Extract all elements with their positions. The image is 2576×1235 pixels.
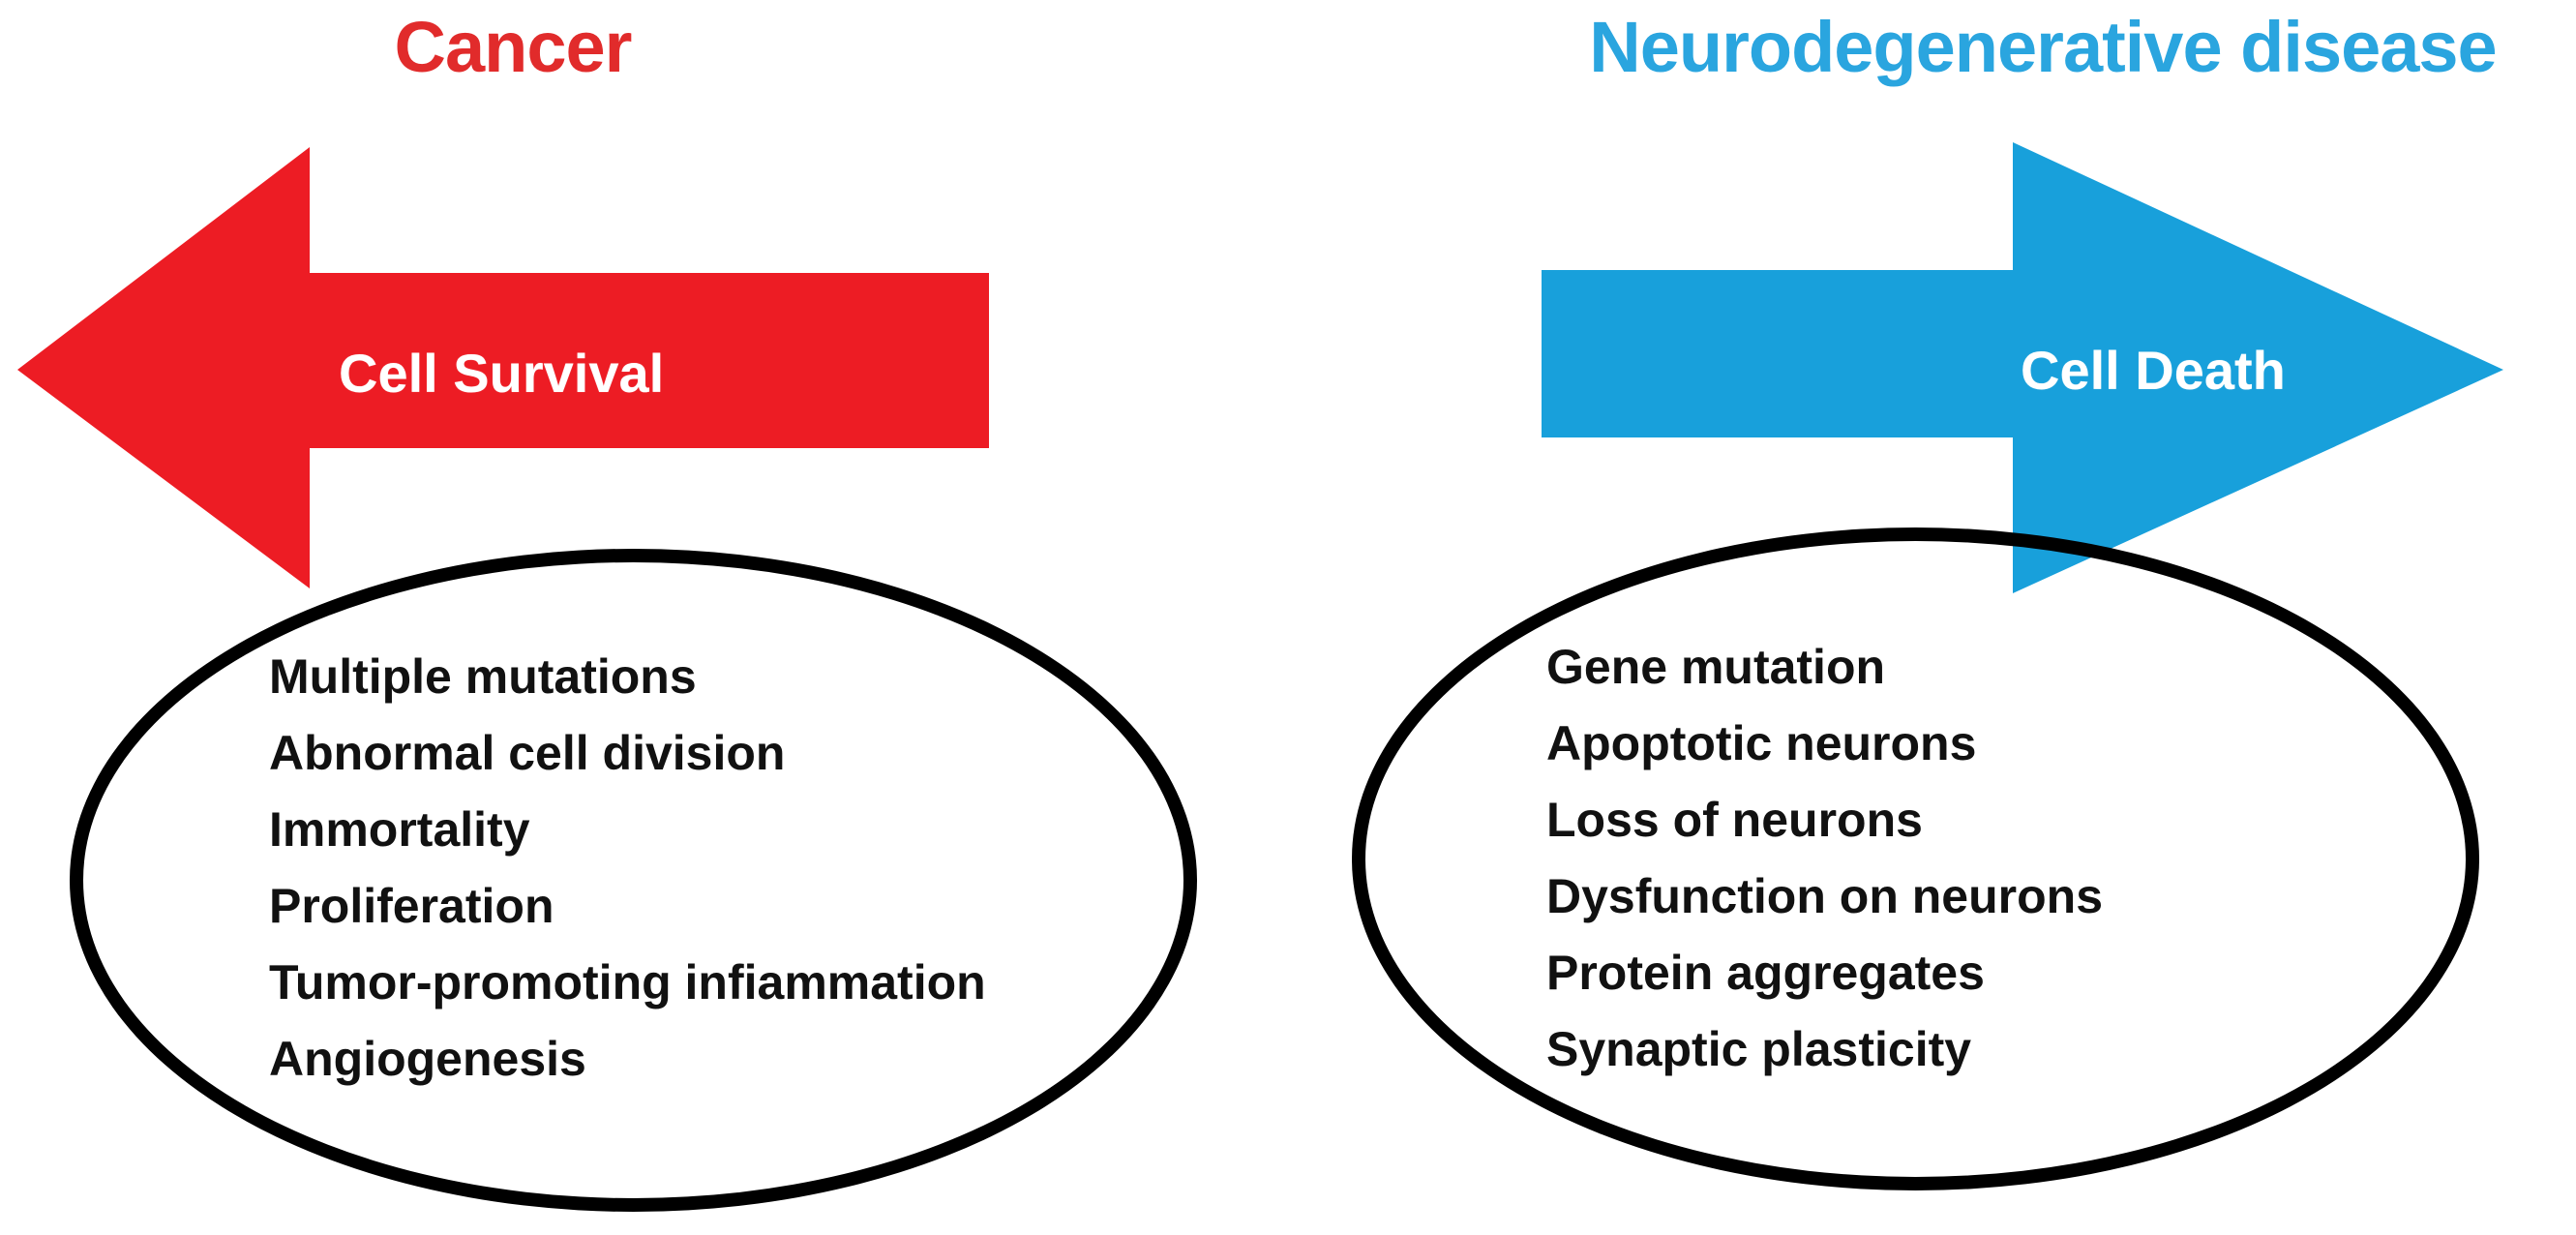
list-item: Gene mutation: [1546, 640, 1886, 694]
list-item: Tumor-promoting infiammation: [269, 955, 986, 1009]
list-item: Synaptic plasticity: [1546, 1022, 1972, 1076]
list-item: Multiple mutations: [269, 649, 697, 704]
cancer-feature-list: Multiple mutations Abnormal cell divisio…: [269, 639, 986, 1098]
cell-survival-label: Cell Survival: [339, 343, 665, 404]
list-item: Angiogenesis: [269, 1032, 586, 1086]
arrow-polygon-red: [17, 147, 989, 588]
cell-death-label: Cell Death: [2021, 340, 2286, 401]
cancer-title: Cancer: [394, 7, 633, 87]
list-item: Proliferation: [269, 879, 554, 933]
list-item: Dysfunction on neurons: [1546, 869, 2103, 923]
list-item: Immortality: [269, 802, 530, 857]
neurodegenerative-disease-title: Neurodegenerative disease: [1589, 7, 2497, 87]
cell-death-arrow-shape: [1542, 142, 2503, 593]
list-item: Protein aggregates: [1546, 946, 1985, 1000]
list-item: Abnormal cell division: [269, 726, 786, 780]
arrow-polygon-blue: [1542, 142, 2503, 593]
cell-death-arrow: [1529, 142, 2526, 593]
cell-survival-arrow: [0, 147, 1016, 588]
neurodegenerative-feature-list: Gene mutation Apoptotic neurons Loss of …: [1546, 629, 2103, 1088]
list-item: Apoptotic neurons: [1546, 716, 1977, 770]
cell-survival-arrow-shape: [17, 147, 989, 588]
list-item: Loss of neurons: [1546, 793, 1923, 847]
